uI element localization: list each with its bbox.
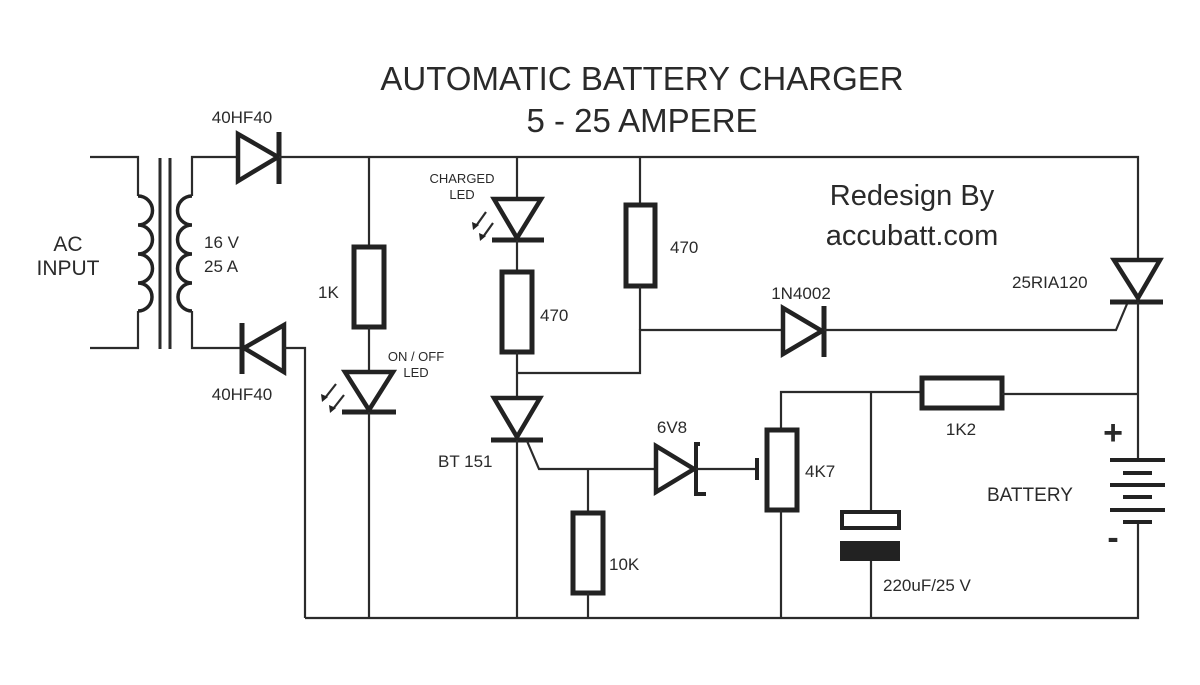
- led-on-off-label-2: LED: [403, 365, 428, 380]
- resistor-470-led-label: 470: [540, 306, 568, 325]
- wire-negative-return: [284, 346, 307, 618]
- resistor-1k2-label: 1K2: [946, 420, 976, 439]
- resistor-470-gate: [623, 202, 658, 289]
- scr-bt151-gate: [525, 440, 588, 471]
- scr-main-triangle: [1109, 257, 1164, 303]
- ac-input-label-2: INPUT: [37, 257, 100, 280]
- led-charged: [472, 196, 546, 243]
- resistor-470-led: [499, 269, 535, 355]
- diode-1n4002-triangle: [780, 304, 827, 358]
- ac-input-label-1: AC: [53, 233, 82, 256]
- resistor-470-gate-label: 470: [670, 238, 698, 257]
- resistor-1k: [351, 244, 387, 330]
- led-charged-light-arrows-icon: [472, 211, 494, 241]
- title-line1: AUTOMATIC BATTERY CHARGER: [380, 60, 903, 97]
- credit-line1: Redesign By: [830, 180, 995, 212]
- wire-ground-rail: [305, 523, 1140, 620]
- scr-bt151: [490, 395, 588, 471]
- scr-main-label: 25RIA120: [1012, 273, 1088, 292]
- secondary-coil: [175, 194, 193, 313]
- led-charged-label-1: CHARGED: [429, 171, 494, 186]
- capacitor-plate-negative: [840, 541, 900, 561]
- transformer-current-label: 25 A: [204, 257, 239, 276]
- capacitor-plate-positive: [840, 510, 901, 530]
- wire-secondary-bottom: [190, 311, 242, 350]
- potentiometer-4k7: [764, 427, 800, 513]
- capacitor-label: 220uF/25 V: [883, 576, 972, 595]
- diode-bottom-label: 40HF40: [212, 385, 272, 404]
- led-charged-triangle: [490, 196, 546, 243]
- battery-minus-sign: -: [1107, 519, 1118, 557]
- diode-top-label: 40HF40: [212, 108, 272, 127]
- resistor-10k: [570, 510, 606, 596]
- wire-scr-gate: [824, 303, 1129, 332]
- led-charged-label-2: LED: [449, 187, 474, 202]
- scr-bt151-triangle: [490, 395, 544, 442]
- wire-primary-bottom: [90, 311, 140, 350]
- diode-bottom-triangle: [239, 321, 287, 376]
- diode-1n4002: [780, 304, 827, 358]
- battery-label: BATTERY: [987, 485, 1073, 506]
- pot-4k7-label: 4K7: [805, 462, 835, 481]
- led-on-off: [321, 369, 398, 415]
- resistor-1k2: [919, 375, 1005, 411]
- transformer: [90, 155, 242, 350]
- title-line2: 5 - 25 AMPERE: [526, 102, 757, 139]
- wire-secondary-top: [190, 155, 238, 196]
- battery-plus-sign: +: [1103, 414, 1123, 452]
- diode-top-triangle: [235, 130, 283, 185]
- led-on-off-light-arrows-icon: [321, 383, 345, 413]
- zener-triangle: [653, 442, 699, 496]
- resistor-10k-label: 10K: [609, 555, 640, 574]
- scr-bt151-label: BT 151: [438, 452, 493, 471]
- led-on-off-triangle: [340, 369, 398, 415]
- wire-470-junction: [517, 329, 642, 375]
- diode-40hf40-top: [235, 130, 283, 185]
- primary-coil: [137, 194, 155, 313]
- wire-pot-top: [779, 390, 922, 430]
- scr-25ria120: [1109, 257, 1164, 305]
- zener-label: 6V8: [657, 418, 687, 437]
- resistor-1k-label: 1K: [318, 283, 339, 302]
- battery: [1110, 458, 1165, 524]
- led-on-off-label-1: ON / OFF: [388, 349, 444, 364]
- credit-line2: accubatt.com: [826, 220, 998, 252]
- wire-primary-top: [90, 155, 140, 196]
- wire-positive-rail: [279, 155, 1140, 260]
- diode-40hf40-bottom: [239, 321, 287, 376]
- transformer-voltage-label: 16 V: [204, 233, 240, 252]
- diode-1n4002-label: 1N4002: [771, 284, 831, 303]
